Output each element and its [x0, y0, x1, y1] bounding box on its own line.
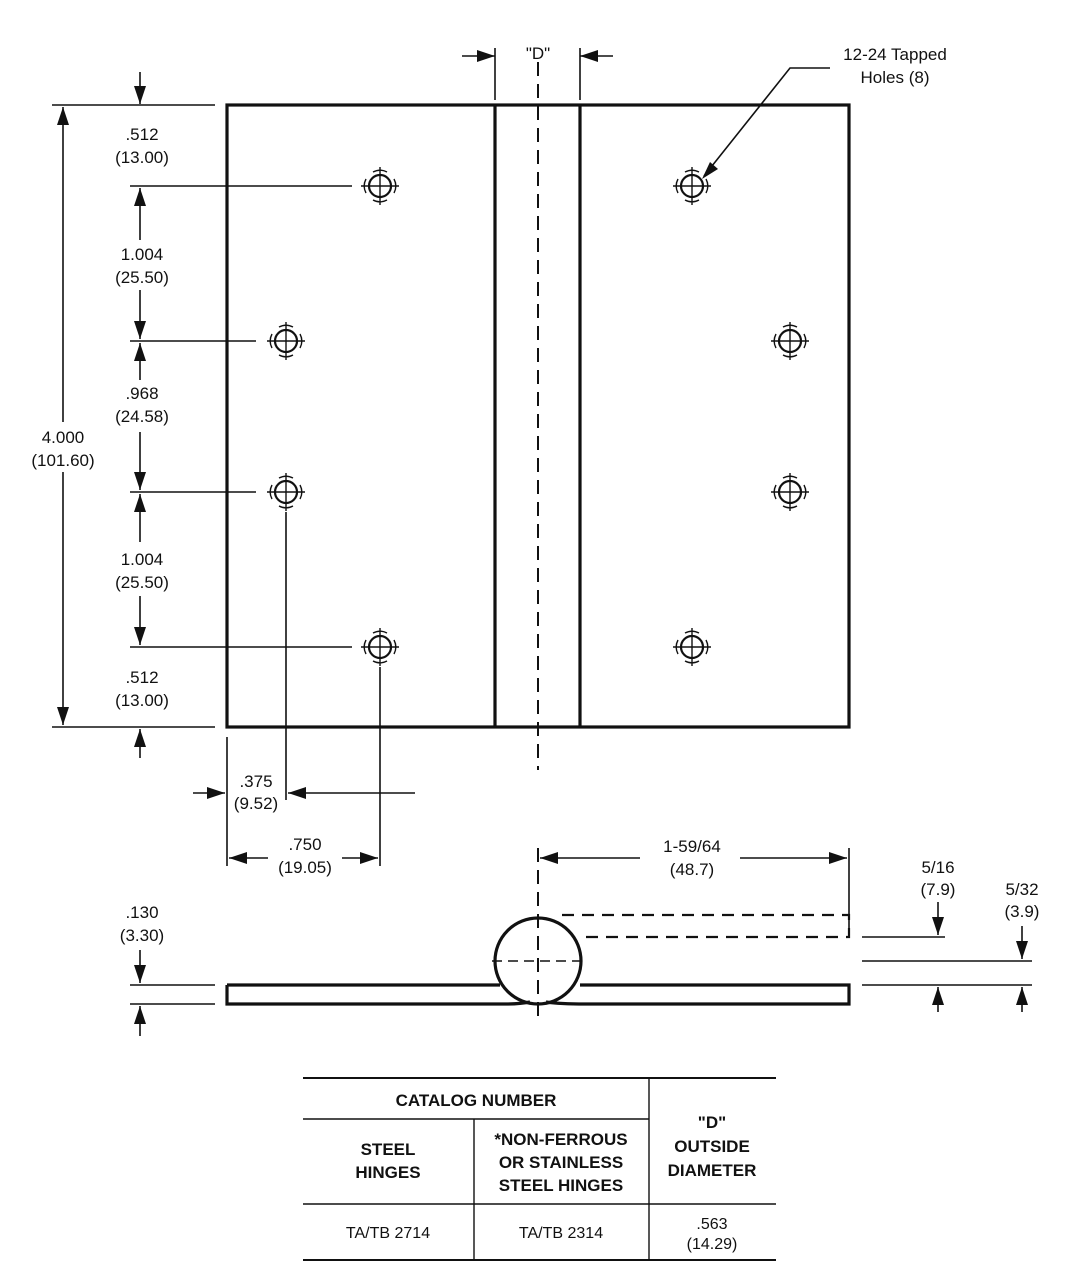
spacing-2-in: .968 — [125, 384, 158, 403]
top-offset-mm: (13.00) — [115, 148, 169, 167]
thickness-mm: (3.30) — [120, 926, 164, 945]
hole-left-2 — [265, 320, 307, 362]
hole-left-3 — [265, 471, 307, 513]
d-value-mm: (14.29) — [687, 1236, 738, 1253]
spacing-1-dimension: 1.004 (25.50) — [115, 188, 169, 339]
bottom-edge-arrow — [134, 729, 146, 758]
closed-gap-in: 5/32 — [1005, 880, 1038, 899]
hole-x-extensions — [226, 512, 381, 866]
left-leaf — [225, 983, 531, 1006]
side-view: 1-59/64 (48.7) .130 (3.30) 5/16 (7.9) — [120, 837, 1040, 1036]
hole-x-inner-mm: (9.52) — [234, 794, 278, 813]
bottom-offset-mm: (13.00) — [115, 691, 169, 710]
hole-right-2 — [769, 320, 811, 362]
top-edge-arrow — [134, 72, 146, 104]
open-gap-mm: (7.9) — [921, 880, 956, 899]
d-dimension: "D" — [462, 44, 613, 100]
hole-left-1 — [359, 165, 401, 207]
nonferrous-catalog-value: TA/TB 2314 — [519, 1225, 603, 1242]
open-leaf-dashed — [562, 913, 851, 939]
d-label: "D" — [526, 44, 550, 63]
catalog-table: CATALOG NUMBER STEEL HINGES *NON-FERROUS… — [303, 1077, 776, 1261]
d-header-line3: DIAMETER — [668, 1161, 757, 1180]
closed-gap-mm: (3.9) — [1005, 902, 1040, 921]
overall-height-mm: (101.60) — [31, 451, 94, 470]
spacing-3-mm: (25.50) — [115, 573, 169, 592]
hole-right-3 — [769, 471, 811, 513]
hole-x-outer-in: .750 — [288, 835, 321, 854]
thickness-in: .130 — [125, 903, 158, 922]
overall-height-in: 4.000 — [42, 428, 85, 447]
open-gap-in: 5/16 — [921, 858, 954, 877]
nonferrous-header-line3: STEEL HINGES — [499, 1176, 623, 1195]
steel-header-line2: HINGES — [355, 1163, 420, 1182]
steel-catalog-value: TA/TB 2714 — [346, 1225, 430, 1242]
right-leaf — [545, 983, 851, 1006]
tapped-holes-line2: Holes (8) — [861, 68, 930, 87]
spacing-3-in: 1.004 — [121, 550, 164, 569]
hole-right-4 — [671, 626, 713, 668]
catalog-number-header: CATALOG NUMBER — [396, 1091, 557, 1110]
bottom-offset-in: .512 — [125, 668, 158, 687]
spacing-1-mm: (25.50) — [115, 268, 169, 287]
tapped-holes-line1: 12-24 Tapped — [843, 45, 947, 64]
top-offset-in: .512 — [125, 125, 158, 144]
nonferrous-header-line1: *NON-FERROUS — [494, 1130, 627, 1149]
leaf-width-mm: (48.7) — [670, 860, 714, 879]
overall-height-dimension: 4.000 (101.60) — [31, 104, 215, 728]
d-header-line2: OUTSIDE — [674, 1137, 750, 1156]
d-value-in: .563 — [696, 1216, 727, 1233]
hole-x-inner-in: .375 — [239, 772, 272, 791]
hole-extension-lines — [130, 185, 352, 648]
nonferrous-header-line2: OR STAINLESS — [499, 1153, 623, 1172]
spacing-3-dimension: 1.004 (25.50) — [115, 494, 169, 645]
hole-x-inner-dimension: .375 (9.52) — [193, 772, 415, 813]
spacing-2-mm: (24.58) — [115, 407, 169, 426]
tapped-holes-callout: 12-24 Tapped Holes (8) — [702, 45, 947, 179]
steel-header-line1: STEEL — [361, 1140, 416, 1159]
spacing-1-in: 1.004 — [121, 245, 164, 264]
hole-x-outer-dimension: .750 (19.05) — [229, 835, 378, 877]
leaf-width-in: 1-59/64 — [663, 837, 721, 856]
spacing-2-dimension: .968 (24.58) — [115, 343, 169, 490]
d-header-line1: "D" — [698, 1113, 726, 1132]
hole-x-outer-mm: (19.05) — [278, 858, 332, 877]
hole-left-4 — [359, 626, 401, 668]
